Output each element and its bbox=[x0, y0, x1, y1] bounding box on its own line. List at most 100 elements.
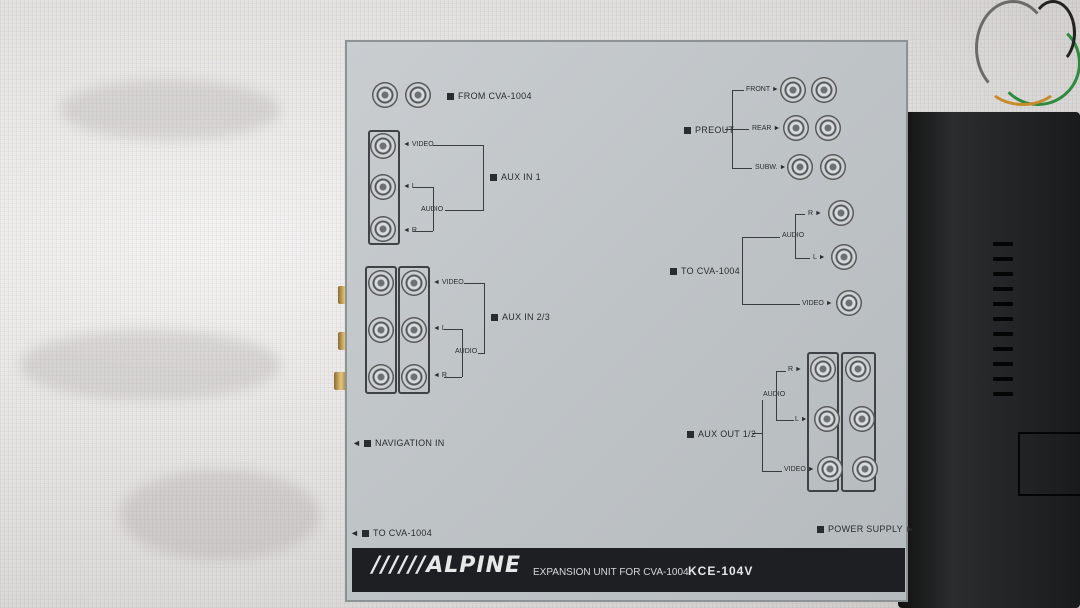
vent bbox=[993, 257, 1013, 261]
line bbox=[444, 377, 462, 378]
r-text: R bbox=[808, 210, 814, 217]
rca-jack bbox=[368, 270, 394, 296]
rca-jack bbox=[828, 200, 854, 226]
subw-text: SUBW. bbox=[755, 164, 778, 171]
rca-jack bbox=[820, 154, 846, 180]
rca-jack bbox=[817, 456, 843, 482]
video-text: VIDEO bbox=[411, 141, 434, 148]
aux-out-label: AUX OUT 1/2 bbox=[687, 429, 756, 439]
line bbox=[433, 187, 434, 231]
audio-label: AUDIO bbox=[763, 391, 785, 398]
aux-in23-label: AUX IN 2/3 bbox=[491, 312, 550, 322]
cable bbox=[985, 55, 1061, 106]
line bbox=[742, 237, 780, 238]
brand-bar bbox=[352, 548, 905, 592]
line bbox=[776, 371, 786, 372]
alpine-logo: //////ALPINE bbox=[372, 553, 522, 578]
line bbox=[725, 129, 749, 130]
line bbox=[413, 187, 433, 188]
audio-text: AUDIO bbox=[421, 206, 443, 213]
line bbox=[464, 283, 484, 284]
cable bbox=[995, 20, 1080, 106]
rca-jack bbox=[401, 364, 427, 390]
jack-rail bbox=[365, 266, 397, 394]
to-cva-bottom-label: ◄ TO CVA-1004 bbox=[350, 528, 433, 538]
rca-jack bbox=[852, 456, 878, 482]
rca-jack bbox=[405, 82, 431, 108]
rca-jack bbox=[368, 317, 394, 343]
cable bbox=[975, 0, 1051, 96]
line bbox=[444, 329, 462, 330]
power-supply-label: POWER SUPPLY ► bbox=[817, 524, 915, 534]
l-text: L bbox=[442, 325, 446, 332]
audio-text: AUDIO bbox=[782, 232, 805, 239]
audio-text: AUDIO bbox=[455, 348, 478, 355]
line bbox=[795, 258, 810, 259]
r-label: ◄ R bbox=[403, 227, 417, 234]
video-label: ◄ VIDEO bbox=[403, 141, 434, 148]
rca-jack bbox=[372, 82, 398, 108]
rca-jack bbox=[783, 115, 809, 141]
r-label: R ► bbox=[808, 210, 822, 217]
navigation-in-label: ◄ NAVIGATION IN bbox=[352, 438, 445, 448]
aux-in23-text: AUX IN 2/3 bbox=[502, 312, 551, 322]
audio-text: AUDIO bbox=[763, 391, 786, 398]
r-text: R bbox=[412, 227, 417, 234]
square-marker bbox=[491, 314, 498, 322]
line bbox=[795, 214, 805, 215]
front-text: FRONT bbox=[746, 86, 770, 93]
to-cva-right-text: TO CVA-1004 bbox=[681, 266, 740, 276]
jack-rail bbox=[841, 352, 876, 492]
navigation-in-text: NAVIGATION IN bbox=[375, 438, 445, 448]
rca-jack bbox=[849, 406, 875, 432]
line bbox=[732, 168, 752, 169]
expansion-unit-panel bbox=[345, 40, 908, 602]
rca-jack bbox=[811, 77, 837, 103]
line bbox=[762, 471, 782, 472]
rear-text: REAR bbox=[752, 125, 772, 132]
square-marker bbox=[684, 127, 691, 135]
head-unit-chassis bbox=[898, 112, 1080, 608]
rca-jack bbox=[370, 216, 396, 242]
line bbox=[433, 145, 483, 146]
square-marker bbox=[817, 526, 824, 534]
vent bbox=[993, 332, 1013, 336]
rca-jack bbox=[814, 406, 840, 432]
square-marker bbox=[490, 174, 497, 182]
line bbox=[776, 420, 794, 421]
vent bbox=[993, 302, 1013, 306]
line bbox=[776, 371, 777, 420]
rca-jack bbox=[401, 270, 427, 296]
square-marker bbox=[670, 268, 677, 276]
aux-in1-label: AUX IN 1 bbox=[490, 172, 541, 182]
square-marker bbox=[362, 530, 370, 538]
l-label: L ► bbox=[795, 416, 808, 423]
rear-label: REAR ► bbox=[752, 125, 781, 132]
line bbox=[478, 353, 485, 354]
video-label: VIDEO ► bbox=[784, 466, 815, 473]
audio-label: AUDIO bbox=[421, 206, 443, 213]
rca-jack bbox=[368, 364, 394, 390]
to-cva-right-label: TO CVA-1004 bbox=[670, 266, 740, 276]
line bbox=[483, 145, 484, 210]
l-label: L ► bbox=[813, 254, 826, 261]
line bbox=[752, 433, 762, 434]
line bbox=[484, 283, 485, 353]
aux-out-text: AUX OUT 1/2 bbox=[698, 429, 757, 439]
l-text: L bbox=[412, 183, 416, 190]
l-text: L bbox=[813, 254, 817, 261]
vent bbox=[993, 347, 1013, 351]
rca-jack bbox=[810, 356, 836, 382]
cable bbox=[1030, 0, 1076, 66]
rca-jack bbox=[401, 317, 427, 343]
vent bbox=[993, 242, 1013, 246]
from-cva-label: FROM CVA-1004 bbox=[447, 91, 532, 101]
line bbox=[742, 237, 743, 304]
cloth-fold bbox=[120, 470, 320, 560]
power-supply-text: POWER SUPPLY bbox=[828, 524, 903, 534]
video-label: VIDEO ► bbox=[802, 300, 833, 307]
line bbox=[732, 90, 744, 91]
rca-jack bbox=[780, 77, 806, 103]
front-label: FRONT ► bbox=[746, 86, 779, 93]
line bbox=[742, 304, 800, 305]
